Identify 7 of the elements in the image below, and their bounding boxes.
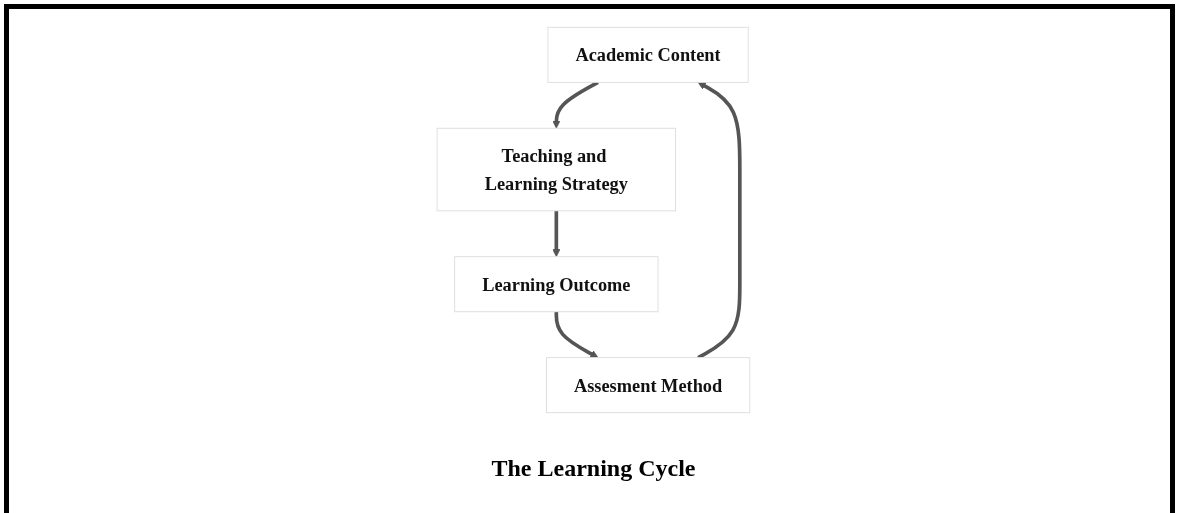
caption: The Learning Cycle — [491, 455, 696, 481]
arrow — [554, 311, 599, 358]
node-box: Learning Outcome — [454, 256, 659, 313]
node-box: Teaching and Learning Strategy — [436, 127, 677, 212]
arrow — [552, 210, 561, 258]
node-box: Assesment Method — [546, 357, 751, 414]
node-box: Academic Content — [547, 26, 749, 83]
